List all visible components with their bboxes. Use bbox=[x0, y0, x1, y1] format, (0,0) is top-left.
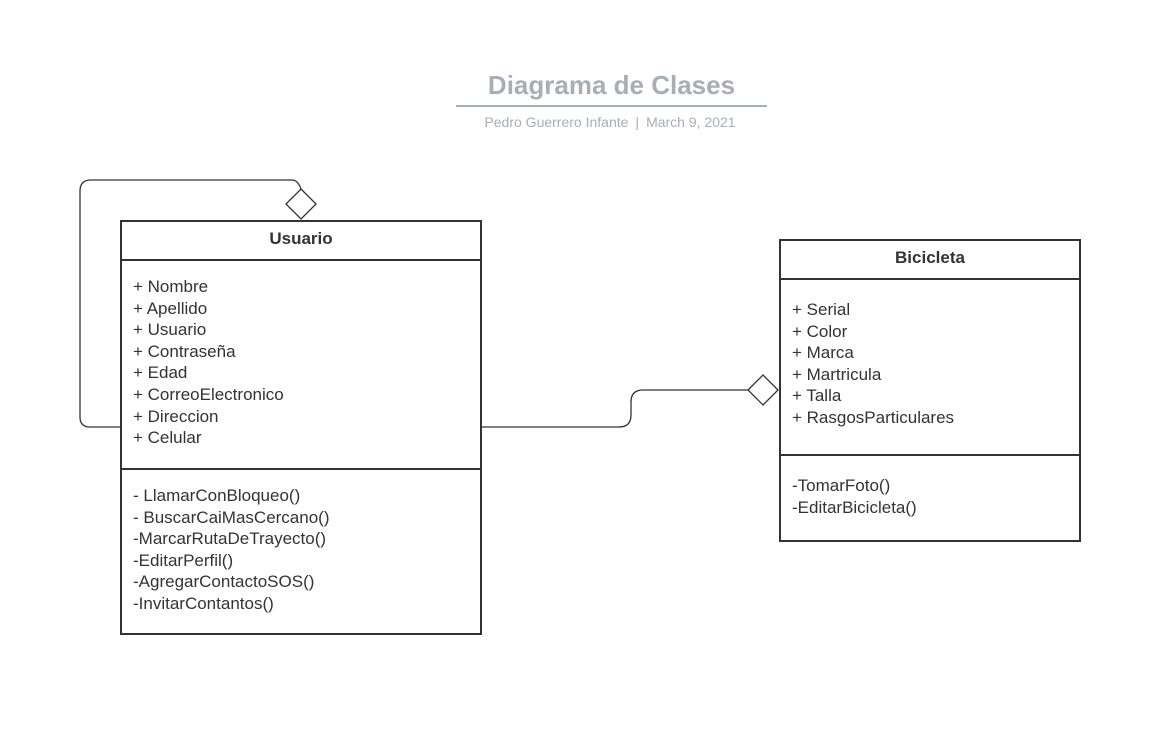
class-name-usuario: Usuario bbox=[122, 222, 480, 261]
method-invitar-contantos: -InvitarContantos() bbox=[133, 593, 274, 613]
self-aggregation-diamond[interactable] bbox=[285, 188, 317, 220]
method-marcar-ruta-de-trayecto: -MarcarRutaDeTrayecto() bbox=[133, 529, 327, 549]
title-underline bbox=[456, 105, 767, 107]
diagram-subtitle: Pedro Guerrero Infante | March 9, 2021 bbox=[400, 113, 820, 131]
attribute-rasgos-particulares: + RasgosParticulares bbox=[792, 407, 955, 427]
attribute-celular: + Celular bbox=[133, 428, 202, 448]
methods-usuario: - LlamarConBloqueo() - BuscarCaiMasCerca… bbox=[122, 470, 480, 615]
method-buscar-cai-mas-cercano: - BuscarCaiMasCercano() bbox=[133, 507, 330, 527]
attribute-contrasena: + Contraseña bbox=[133, 341, 236, 361]
attribute-usuario: + Usuario bbox=[133, 320, 207, 340]
usuario-bicicleta-aggregation-diamond[interactable] bbox=[747, 374, 779, 406]
class-name-bicicleta: Bicicleta bbox=[781, 241, 1079, 280]
attribute-apellido: + Apellido bbox=[133, 298, 208, 318]
usuario-bicicleta-aggregation-line[interactable] bbox=[482, 389, 748, 428]
subtitle-separator: | bbox=[635, 114, 640, 130]
attribute-marca: + Marca bbox=[792, 343, 854, 363]
method-llamar-con-bloqueo: - LlamarConBloqueo() bbox=[133, 486, 301, 505]
attribute-martricula: + Martricula bbox=[792, 364, 882, 384]
class-usuario[interactable]: Usuario + Nombre + Apellido + Usuario + … bbox=[120, 220, 482, 635]
attribute-serial: + Serial bbox=[792, 300, 851, 319]
attribute-edad: + Edad bbox=[133, 363, 188, 383]
diagram-title: Diagrama de Clases bbox=[487, 70, 736, 100]
attribute-color: + Color bbox=[792, 321, 848, 341]
attributes-bicicleta: + Serial + Color + Marca + Martricula + … bbox=[781, 280, 1079, 456]
author-name: Pedro Guerrero Infante bbox=[484, 114, 629, 130]
class-bicicleta[interactable]: Bicicleta + Serial + Color + Marca + Mar… bbox=[779, 239, 1081, 542]
attribute-direccion: + Direccion bbox=[133, 406, 219, 426]
method-editar-perfil: -EditarPerfil() bbox=[133, 550, 234, 570]
attribute-correo-electronico: + CorreoElectronico bbox=[133, 384, 284, 404]
document-date: March 9, 2021 bbox=[646, 114, 736, 130]
methods-bicicleta: -TomarFoto() -EditarBicicleta() bbox=[781, 456, 1079, 518]
attribute-nombre: + Nombre bbox=[133, 277, 209, 296]
method-agregar-contacto-sos: -AgregarContactoSOS() bbox=[133, 572, 315, 592]
method-tomar-foto: -TomarFoto() bbox=[792, 476, 891, 495]
method-editar-bicicleta: -EditarBicicleta() bbox=[792, 497, 917, 517]
self-aggregation-line[interactable] bbox=[79, 179, 302, 428]
attributes-usuario: + Nombre + Apellido + Usuario + Contrase… bbox=[122, 261, 480, 470]
attribute-talla: + Talla bbox=[792, 386, 842, 406]
